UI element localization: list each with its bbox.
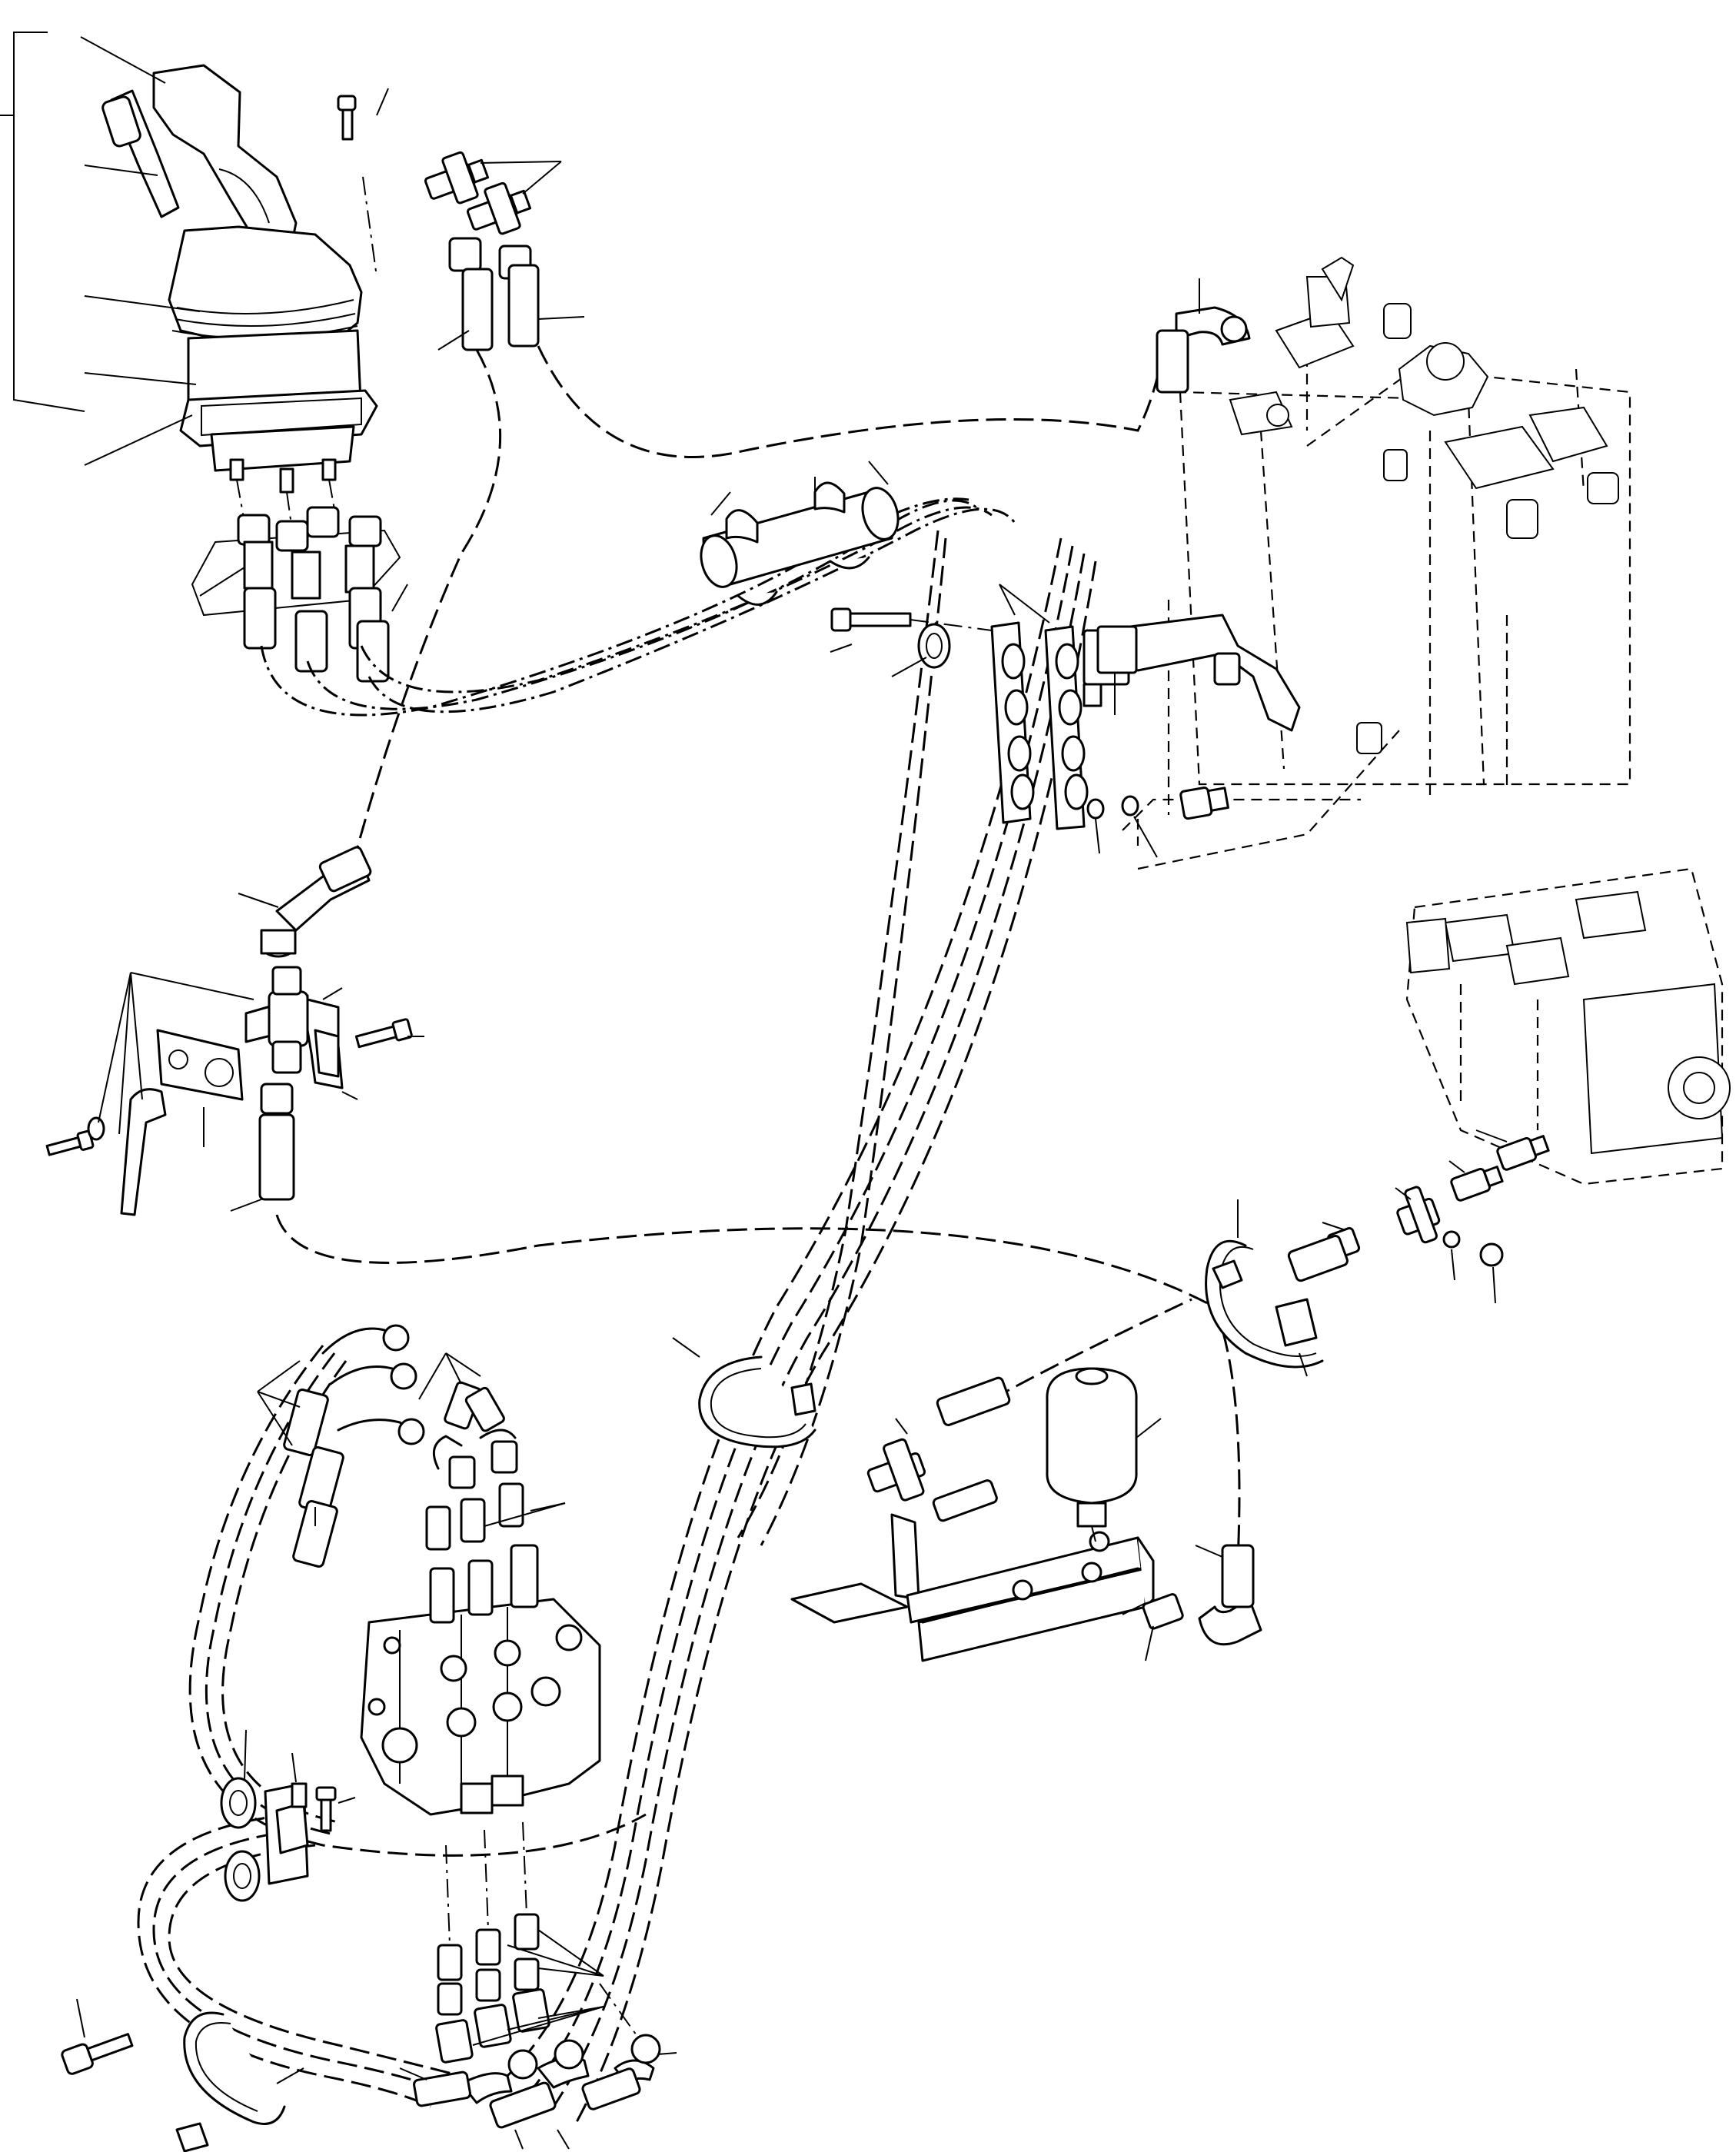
lower-valve-fittings — [399, 1821, 677, 2150]
accumulator — [1046, 1367, 1162, 1528]
hose-sleeve — [700, 461, 900, 606]
lower-hose-clamps — [61, 1729, 356, 2152]
joystick-boot — [168, 225, 363, 344]
tank-bracket — [1096, 614, 1301, 732]
p-clip — [917, 623, 951, 669]
pump-fittings — [1287, 1129, 1550, 1304]
hose-clamp-block — [830, 584, 1158, 858]
clamp-screw — [315, 1786, 337, 1832]
joystick-control — [80, 36, 389, 531]
tee-valve-bracket — [45, 846, 424, 1216]
tank-assembly — [1096, 256, 1631, 870]
joystick-port-fittings — [191, 506, 408, 683]
upper-tee-fittings — [424, 151, 585, 351]
pump-hose-clamp — [1205, 1199, 1324, 1377]
control-valve — [360, 1440, 601, 1816]
hose-runs — [137, 345, 1241, 2123]
hydraulic-pump — [1405, 867, 1731, 1186]
clamp-bolt — [830, 607, 912, 632]
assembly-bracket — [0, 32, 85, 412]
hose-strap-middle — [672, 1337, 816, 1449]
joystick-screw — [337, 95, 377, 278]
accumulator-bracket — [790, 1367, 1262, 1662]
valve-upper-hose-ends — [257, 1324, 517, 1568]
tank-manifold — [1229, 256, 1619, 754]
tank-elbow-fitting — [1156, 278, 1251, 394]
